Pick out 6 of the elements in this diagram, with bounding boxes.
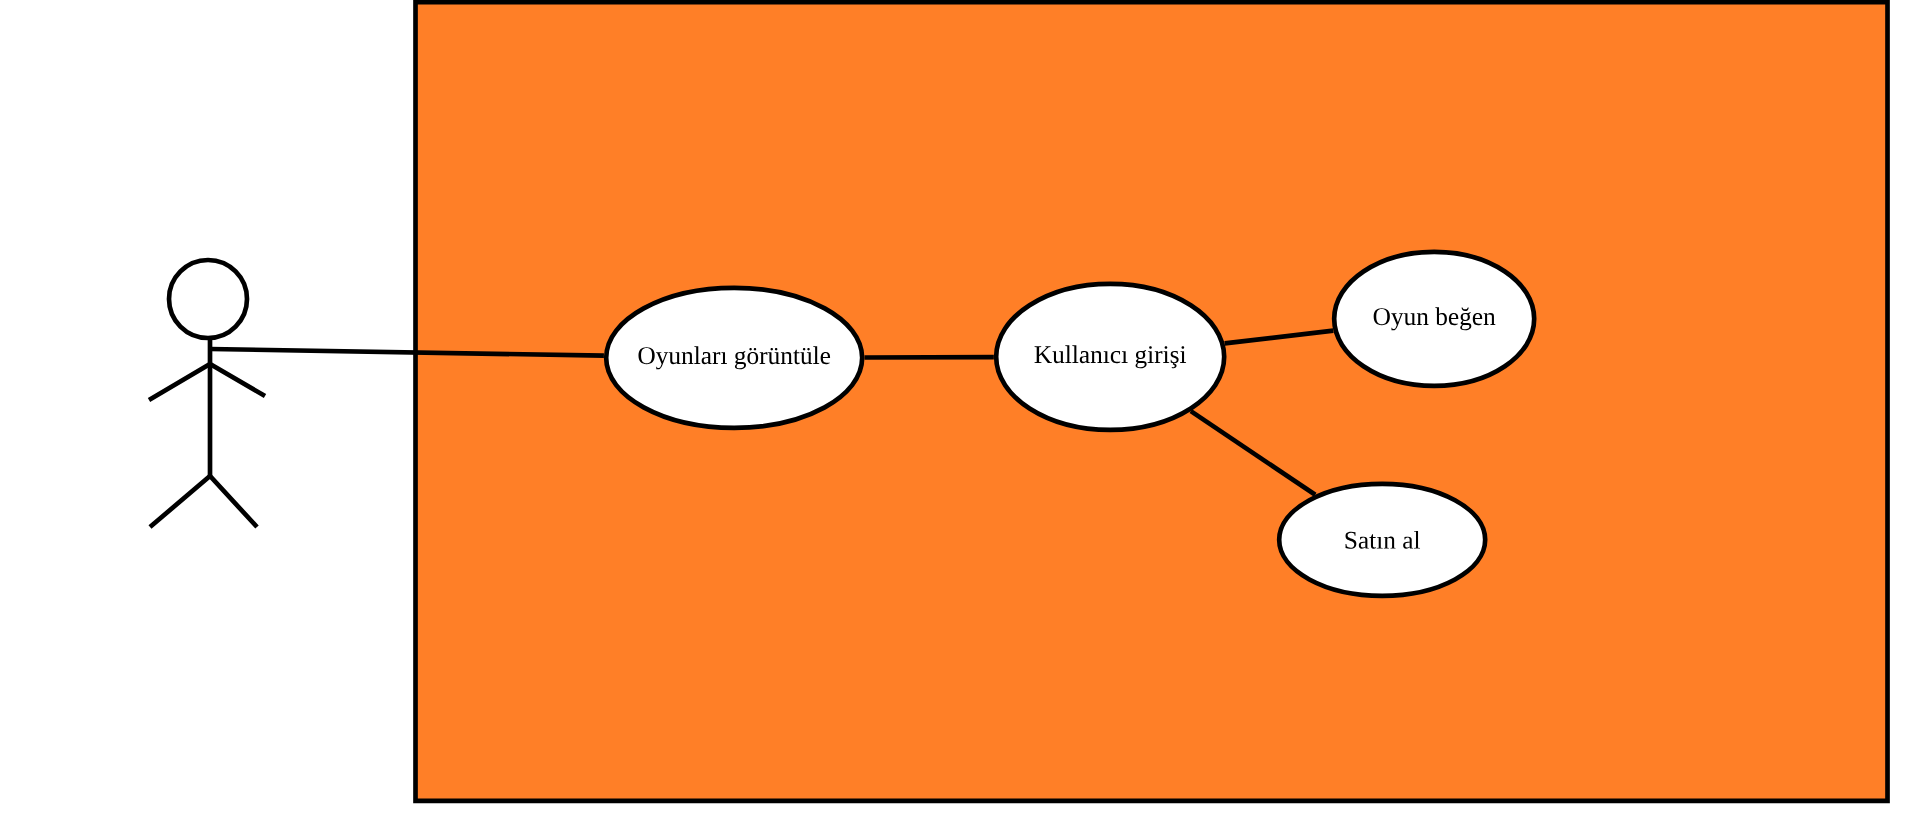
connector-line — [209, 346, 604, 358]
system-boundary — [413, 0, 1890, 804]
connector-line — [1224, 328, 1334, 346]
stick-figure — [147, 257, 267, 529]
connector-line — [1189, 409, 1317, 497]
connector-line — [864, 354, 994, 360]
